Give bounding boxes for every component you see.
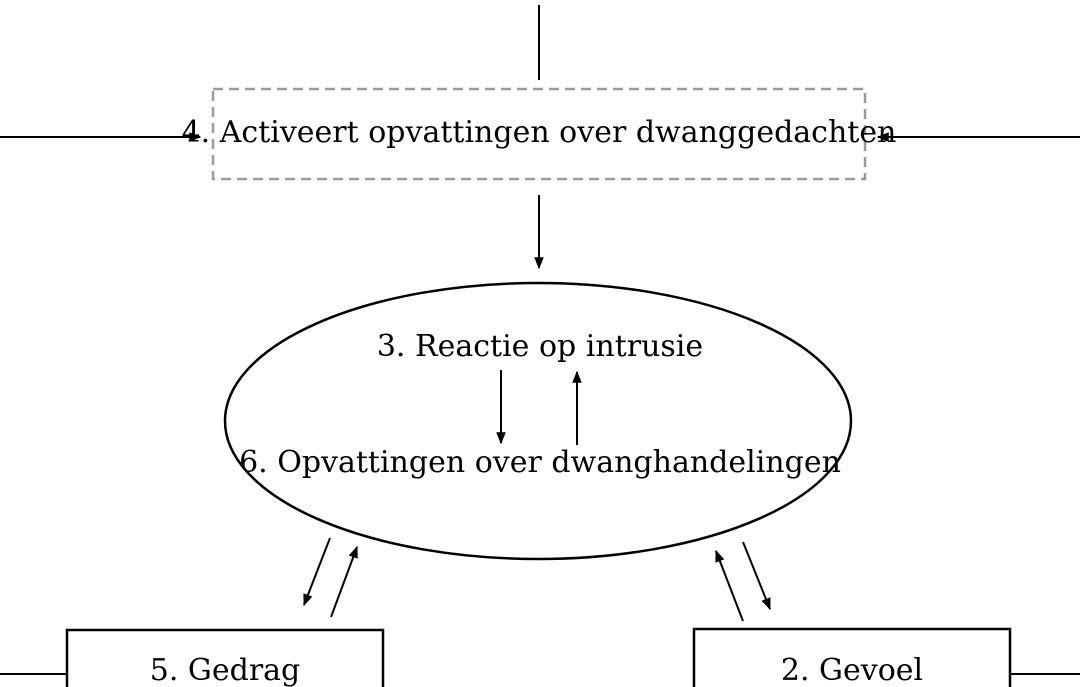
behavior-label: 5. Gedrag xyxy=(150,653,301,687)
behavior-box xyxy=(65,628,385,687)
central-ellipse xyxy=(223,281,853,561)
ellipse-to-feeling-arrow xyxy=(742,541,771,611)
feeling-to-ellipse-arrow xyxy=(715,549,744,622)
activates-beliefs-label: 4. Activeert opvattingen over dwanggedac… xyxy=(182,115,897,150)
feeling-label: 2. Gevoel xyxy=(781,653,923,687)
behavior-to-ellipse-arrow xyxy=(330,545,358,618)
reaction-label: 3. Reactie op intrusie xyxy=(377,329,703,364)
beliefs-compulsions-label: 6. Opvattingen over dwanghandelingen xyxy=(239,445,841,480)
ellipse-to-behavior-arrow xyxy=(303,537,331,607)
feeling-box xyxy=(692,627,1012,687)
activates-beliefs-box xyxy=(211,87,867,181)
